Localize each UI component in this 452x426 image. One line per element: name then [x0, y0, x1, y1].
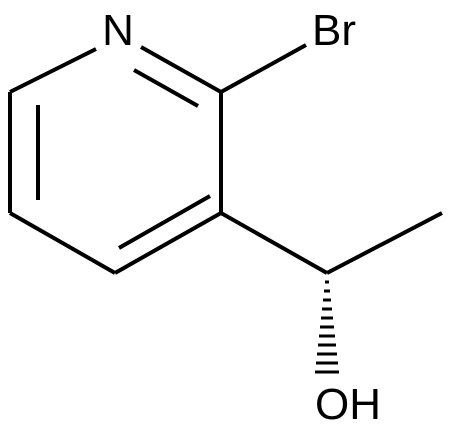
bond-chiral-methyl [326, 211, 443, 275]
bromine-label: Br [312, 6, 356, 55]
bond-c2-br [220, 43, 307, 94]
nitrogen-label: N [102, 6, 134, 55]
bond-c4-c3 [114, 211, 222, 275]
bond-c2-n [140, 45, 222, 94]
hashed-wedge-bond [315, 280, 339, 374]
hydroxyl-label: OH [315, 380, 381, 426]
bond-n-c6 [9, 47, 97, 94]
bond-c2-n-inner [133, 68, 199, 108]
bond-c4-c3-inner [118, 194, 211, 250]
bond-c3-chiral [220, 211, 328, 275]
bond-c5-c4 [9, 211, 116, 275]
